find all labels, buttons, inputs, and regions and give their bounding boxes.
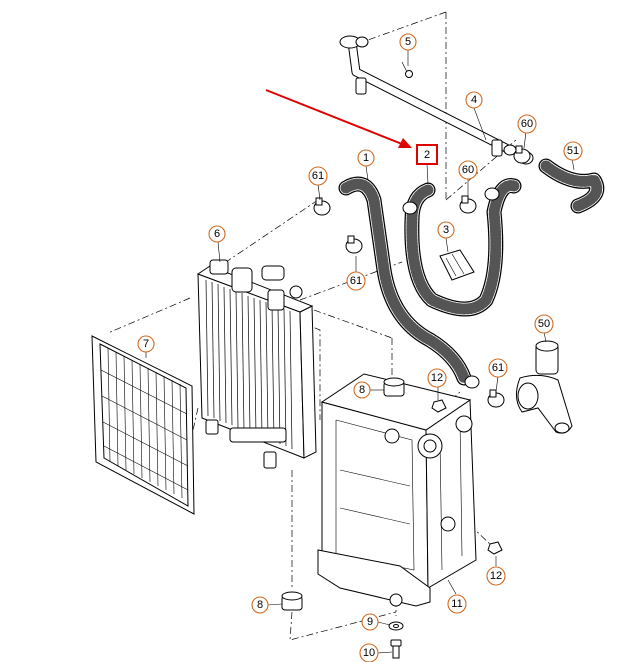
callout-12-lower-text: 12 — [490, 570, 502, 582]
callout-6-text: 6 — [214, 228, 220, 240]
grommet-part-8-lower — [281, 591, 303, 611]
callout-61-middle[interactable]: 61 — [346, 271, 366, 291]
callout-8-upper[interactable]: 8 — [353, 381, 371, 399]
callout-61-upper-text: 61 — [312, 170, 324, 182]
connector-part-50 — [516, 340, 573, 434]
callout-50-text: 50 — [538, 318, 550, 330]
bolt-part-10 — [390, 639, 402, 659]
hose-part-51 — [538, 158, 605, 214]
callout-12-lower[interactable]: 12 — [486, 566, 506, 586]
callout-8-lower[interactable]: 8 — [251, 596, 269, 614]
callout-61-upper[interactable]: 61 — [308, 166, 328, 186]
callout-10[interactable]: 10 — [359, 643, 379, 662]
callout-5[interactable]: 5 — [399, 33, 417, 51]
highlight-arrow — [265, 89, 412, 148]
callout-1[interactable]: 1 — [357, 149, 375, 167]
callout-12-upper-text: 12 — [431, 372, 443, 384]
callout-2-highlighted[interactable]: 2 — [416, 144, 438, 165]
hose-part-1 — [338, 176, 472, 386]
callout-10-text: 10 — [363, 647, 375, 659]
radiator-fins — [205, 279, 293, 450]
bracket-part-11 — [317, 373, 477, 607]
callout-12-upper[interactable]: 12 — [427, 368, 447, 388]
callout-60-middle-text: 60 — [462, 164, 474, 176]
clamp-61-c — [487, 389, 505, 408]
callout-1-text: 1 — [363, 152, 369, 164]
callout-3[interactable]: 3 — [437, 221, 455, 239]
callout-8-upper-text: 8 — [359, 384, 365, 396]
callout-61-middle-text: 61 — [350, 275, 362, 287]
hose-part-2 — [404, 178, 522, 317]
callout-11-text: 11 — [451, 598, 462, 610]
callout-11[interactable]: 11 — [447, 594, 467, 614]
callout-6[interactable]: 6 — [208, 225, 226, 243]
grille-grid — [100, 347, 189, 499]
callout-60-upper-text: 60 — [521, 118, 533, 130]
callout-7-text: 7 — [143, 338, 149, 350]
callout-5-text: 5 — [405, 36, 411, 48]
callout-61-lower[interactable]: 61 — [488, 358, 508, 378]
retainer-part-3 — [439, 249, 475, 281]
grommet-part-8-upper — [383, 377, 405, 397]
nut-part-12-lower — [487, 541, 503, 555]
callout-4-text: 4 — [471, 94, 477, 106]
clamp-60-a — [459, 195, 477, 214]
callout-3-text: 3 — [443, 224, 449, 236]
callout-9-text: 9 — [367, 616, 373, 628]
clamp-61-b — [345, 235, 363, 254]
callout-51[interactable]: 51 — [563, 141, 583, 161]
screw-part-5 — [401, 61, 413, 78]
callout-9[interactable]: 9 — [361, 613, 379, 631]
clamps — [313, 145, 531, 408]
callout-50[interactable]: 50 — [534, 314, 554, 334]
callout-leaders — [145, 50, 575, 654]
callout-61-lower-text: 61 — [492, 362, 504, 374]
callout-2-text: 2 — [424, 149, 430, 161]
clamp-60-b — [513, 145, 531, 164]
callout-8-lower-text: 8 — [257, 599, 263, 611]
callout-60-middle[interactable]: 60 — [458, 160, 478, 180]
callout-7[interactable]: 7 — [137, 335, 155, 353]
callout-51-text: 51 — [567, 145, 579, 157]
nut-part-12-upper — [431, 399, 447, 413]
washer-part-9 — [388, 621, 404, 631]
grille-part-7 — [91, 335, 195, 515]
clamp-61-a — [313, 197, 331, 216]
pipe-part-4 — [339, 35, 517, 157]
callout-60-upper[interactable]: 60 — [517, 114, 537, 134]
radiator-part-6 — [196, 259, 317, 469]
callout-4[interactable]: 4 — [465, 91, 483, 109]
